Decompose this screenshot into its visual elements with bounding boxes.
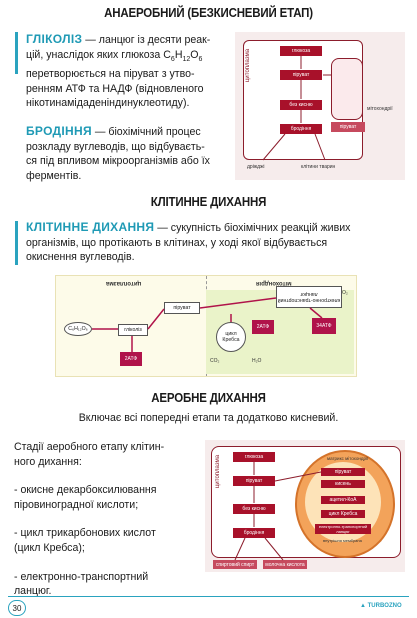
stage-item-1-line1: - окисне декарбоксилювання (14, 484, 157, 497)
cr-line1: — сукупність біохімічних реакцій живих (154, 222, 351, 234)
anaerobic-diagram: цитоплазма глюкоза піруват без кисню бро… (235, 32, 405, 180)
mito-pyruvate-box: піруват (321, 468, 365, 476)
alcohol-box: спиртовий спирт (213, 560, 257, 569)
fermentation-line1: — біохімічний процес (91, 126, 201, 138)
stages-line1: Стадії аеробного етапу клітин- (14, 441, 165, 453)
inner-membrane-label: внутрішня мембрана (323, 538, 362, 543)
pyruvate-node: піруват (164, 302, 200, 314)
atp-burst-3: 34АТФ (312, 318, 336, 334)
no-oxygen-box-3: без кисню (233, 504, 275, 514)
diagram3-arrows (234, 462, 322, 561)
matrix-label: матрикс мітохондрії (327, 456, 369, 461)
mitochondria-label: мітохондрії (367, 106, 393, 112)
glycolysis-term: ГЛІКОЛІЗ (26, 32, 83, 46)
krebs-node: цикл Кребса (216, 322, 246, 352)
cr-line3: окиснення вуглеводів. (26, 251, 135, 264)
cellular-respiration-term: КЛІТИННЕ ДИХАННЯ (26, 220, 155, 234)
aerobic-title: АЕРОБНЕ ДИХАННЯ (151, 391, 266, 405)
fermentation-line3: ся під впливом мікроорганізмів або їх (26, 155, 210, 168)
brand-label: TURBOZNO (367, 603, 402, 609)
pyruvate-box: піруват (280, 70, 322, 80)
accent-bar-2 (15, 221, 18, 265)
glycolysis-line2: цій, унаслідок яких глюкоза C6H12O6 (26, 48, 203, 63)
stage-item-1-line2: піровиноградної кислоти; (14, 498, 139, 511)
aerobic-stages: Стадії аеробного етапу клітин- ного диха… (14, 440, 204, 599)
cr-line2: організмів, що протікають в клітинах, у … (26, 236, 328, 249)
yeast-label: дріжджі (247, 164, 265, 170)
footer-line (8, 596, 409, 597)
fermentation-box-3: бродіння (233, 528, 275, 538)
anaerobic-title: АНАЕРОБНИЙ (БЕЗКИСНЕВИЙ ЕТАП) (104, 6, 313, 20)
mito-oxygen-box: кисень (321, 480, 365, 488)
stage-item-2-line1: - цикл трикарбонових кислот (14, 527, 156, 540)
aerobic-intro: Включає всі попередні етапи та додатково… (78, 412, 339, 424)
fermentation-term: БРОДІННЯ (26, 124, 92, 138)
brand-icon: ▲ (360, 603, 366, 609)
diagram1-arrows (262, 56, 331, 161)
no-oxygen-box: без кисню (280, 100, 322, 110)
glycolysis-line3: перетворюється на піруват з утво- (26, 68, 195, 81)
glycolysis-line1: — ланцюг із десяти реак- (82, 34, 211, 46)
glucose-box-3: глюкоза (233, 452, 275, 462)
footer-brand: ▲ TURBOZNO (360, 603, 402, 609)
acetyl-coa-box: ацетил-КоА (321, 496, 365, 504)
stage-item-2-line2: (цикл Кребса); (14, 541, 85, 554)
fermentation-box: бродіння (280, 124, 322, 134)
pyruvate-box-3: піруват (233, 476, 275, 486)
aerobic-diagram: цитоплазма глюкоза піруват без кисню бро… (205, 440, 405, 572)
krebs-box: цикл Кребса (321, 510, 365, 518)
lactic-acid-box: молочна кислота (263, 560, 307, 569)
pyruvate-right-box: піруват (331, 122, 365, 132)
o2-label: O₂ (342, 290, 348, 296)
glycolysis-line5: нікотинамідаденіндинуклеотиду). (26, 97, 190, 110)
glycolysis-node: гліколіз (118, 324, 148, 336)
glucose-box: глюкоза (280, 46, 322, 56)
diagram2-arrows (92, 297, 323, 352)
stage-item-3-line1: - електронно-транспортний (14, 570, 149, 583)
animal-cells-label: клітини тварин (301, 164, 336, 170)
h2o-label: H₂O (252, 358, 262, 364)
cellular-respiration-title: КЛІТИННЕ ДИХАННЯ (150, 195, 267, 209)
fermentation-line4: ферментів. (26, 169, 82, 182)
stages-line2: ного дихання: (14, 455, 82, 468)
stage-item-3-line2: ланцюг. (14, 585, 52, 598)
co2-label: CO₂ (210, 358, 220, 364)
etc-box: електронно-транспортний ланцюг (315, 524, 371, 534)
mitochondrion-shape (331, 58, 363, 120)
glycolysis-paragraph: ГЛІКОЛІЗ — ланцюг із десяти реак- цій, у… (26, 32, 231, 111)
fermentation-paragraph: БРОДІННЯ — біохімічний процес розкладу в… (26, 124, 231, 183)
page-number: 30 (8, 600, 26, 616)
cellular-respiration-paragraph: КЛІТИННЕ ДИХАННЯ — сукупність біохімічни… (26, 220, 406, 265)
fermentation-line2: розкладу вуглеводів, що відбуваєть- (26, 140, 205, 153)
cellular-respiration-diagram: цитоплазма мітохондрія C₆H₁₂O₆ гліколіз … (55, 275, 357, 377)
atp-burst-2: 2АТФ (252, 320, 274, 334)
glycolysis-line4: ренням АТФ та НАДФ (відновленого (26, 82, 204, 95)
atp-burst-1: 2АТФ (120, 352, 142, 366)
glucose-node: C₆H₁₂O₆ (64, 322, 92, 336)
accent-bar (15, 32, 18, 74)
